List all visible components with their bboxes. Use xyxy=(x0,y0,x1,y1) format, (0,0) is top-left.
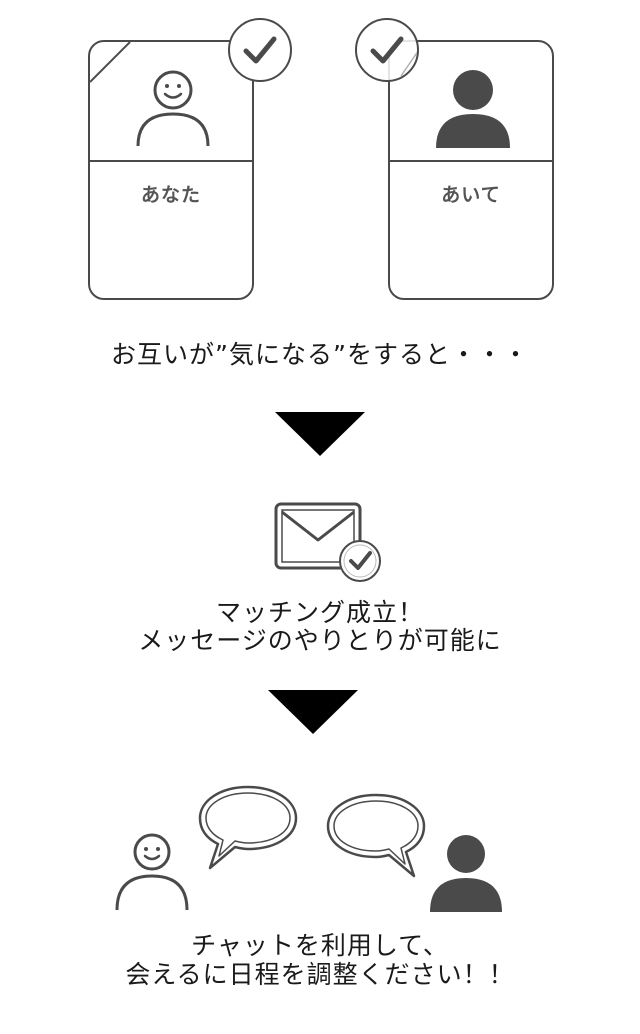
card-you-label: あなた xyxy=(140,184,201,206)
card-you: あなた xyxy=(88,40,254,300)
checkmark-icon xyxy=(228,18,292,82)
smile-person-icon xyxy=(115,833,189,911)
down-arrow-icon xyxy=(275,412,365,456)
step2-line2: メッセージのやりとりが可能に xyxy=(138,626,502,655)
card-divider xyxy=(90,160,252,162)
down-arrow-icon xyxy=(268,690,358,734)
step3-line1: チャットを利用して、 xyxy=(191,931,449,960)
folded-corner-icon xyxy=(90,42,131,83)
checkmark-icon xyxy=(355,18,424,82)
step3-line2: 会えるに日程を調整ください！！ xyxy=(125,960,515,989)
speech-bubble-icon xyxy=(198,785,298,870)
card-partner: あいて xyxy=(388,40,554,300)
card-partner-label: あいて xyxy=(441,184,501,206)
person-silhouette-icon xyxy=(436,70,510,148)
envelope-icon xyxy=(274,502,381,582)
speech-bubble-icon xyxy=(326,793,426,878)
smile-person-icon xyxy=(136,70,210,147)
step2-line1: マッチング成立！ xyxy=(215,598,424,627)
person-silhouette-icon xyxy=(430,835,502,912)
step1-caption: お互いが”気になる”をすると・・・ xyxy=(111,340,529,369)
card-divider xyxy=(390,160,552,162)
